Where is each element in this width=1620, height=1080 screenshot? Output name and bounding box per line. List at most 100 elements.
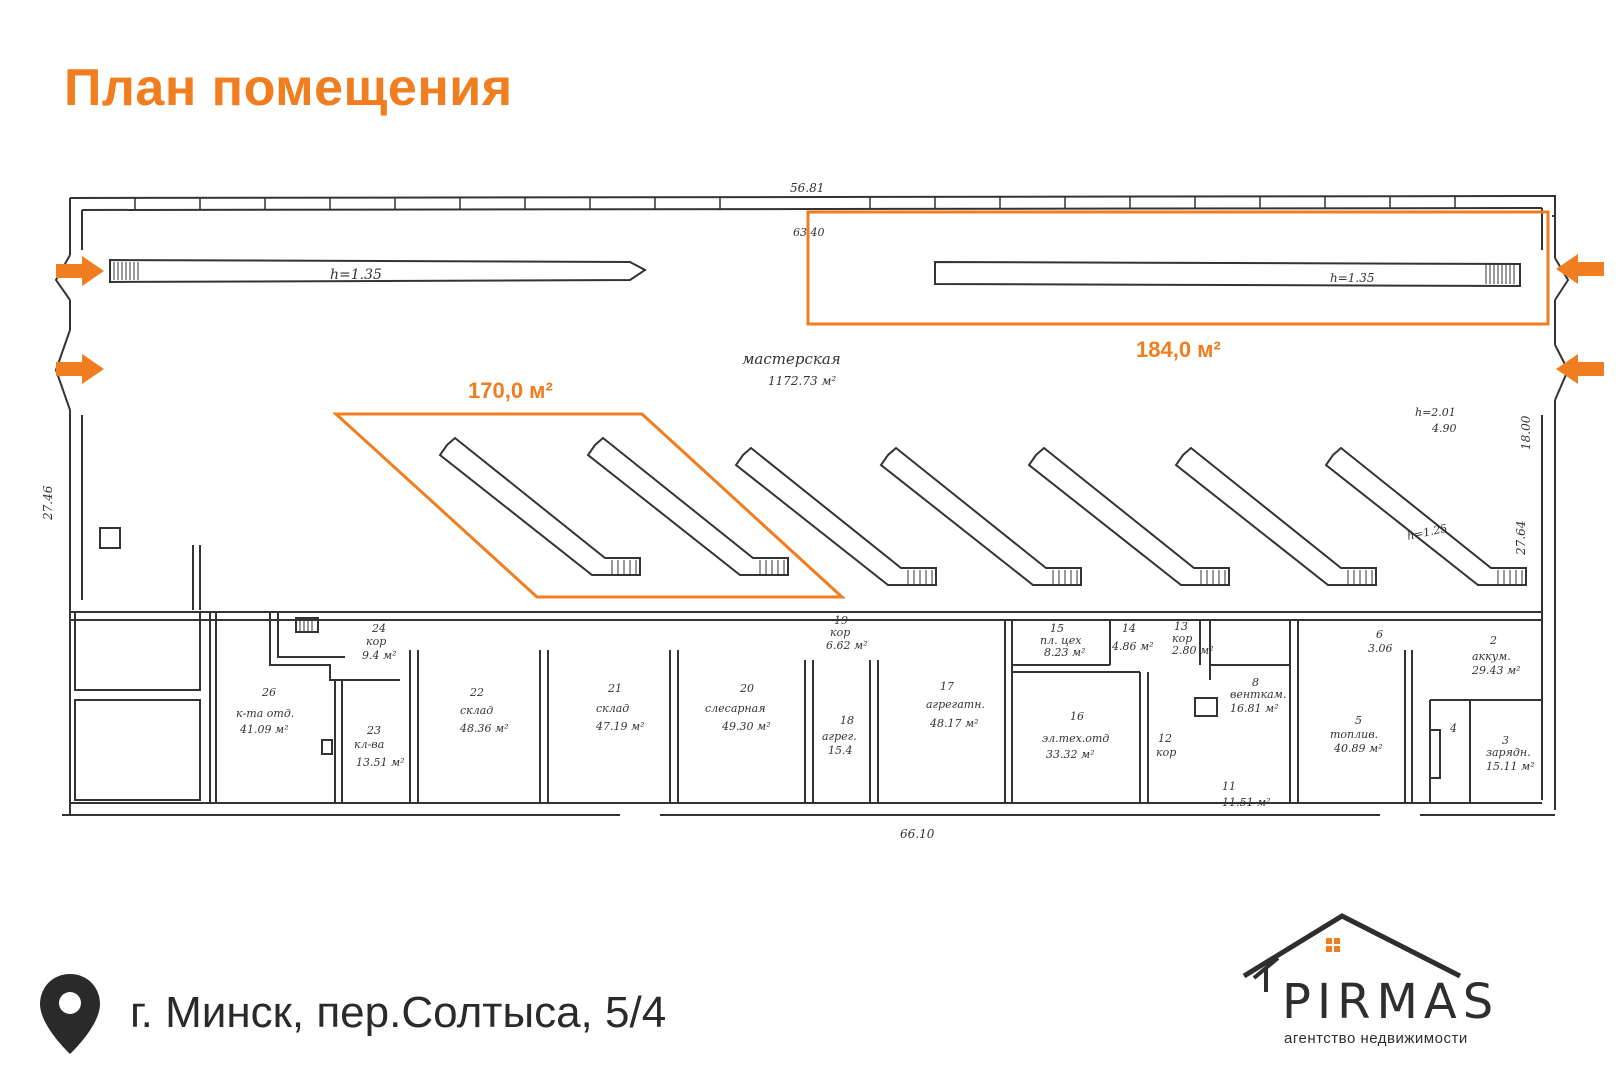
diagonal-rack: [438, 436, 641, 576]
room-num: 23: [366, 724, 381, 737]
rack-right-hatch: [1485, 264, 1515, 284]
mark-h2: 4.90: [1431, 422, 1457, 435]
room-num: 16: [1070, 710, 1084, 723]
room-name: кор: [830, 626, 850, 639]
room-name: пл. цех: [1040, 634, 1082, 647]
room-name: склад: [596, 702, 629, 715]
rack-left-top: [109, 258, 647, 284]
room-num: 24: [371, 622, 386, 635]
diagonal-rack: [586, 436, 789, 576]
rack-left-hatch: [113, 262, 139, 280]
dim-left: 27.46: [41, 485, 55, 521]
room-area: 47.19 м²: [595, 720, 645, 733]
dim-top: 56.81: [790, 181, 824, 195]
room-name: топлив.: [1330, 728, 1378, 741]
arrow-right-icon: [56, 256, 104, 286]
room-num: 26: [261, 686, 276, 699]
stair-hatch: [611, 560, 637, 574]
stairs-steps: [299, 618, 313, 632]
stair-hatch: [759, 560, 785, 574]
location-pin-icon: [40, 974, 100, 1054]
workshop-name: мастерская: [742, 350, 841, 368]
room-26: 26 к-та отд. 41.09 м²: [236, 686, 294, 736]
room-area: 9.4 м²: [362, 649, 397, 662]
highlight-zone-left: [332, 412, 846, 599]
room-area: 8.23 м²: [1044, 646, 1086, 659]
window-ticks: [134, 197, 1456, 210]
diagonal-rack: [1324, 446, 1527, 586]
stairs: [295, 617, 319, 633]
arrow-right-icon: [56, 354, 104, 384]
room-area: 48.17 м²: [929, 717, 979, 730]
room-name: венткам.: [1230, 688, 1286, 701]
rack-height-right: h=1.35: [1330, 271, 1375, 285]
area-label-right: 184,0 м²: [1136, 337, 1221, 362]
room-name: к-та отд.: [236, 707, 294, 720]
room-area: 40.89 м²: [1333, 742, 1383, 755]
diagonal-rack: [1174, 446, 1377, 586]
dim-right-height: 18.00: [1519, 415, 1533, 450]
room-21: 21 склад 47.19 м²: [595, 682, 645, 733]
room-name: зарядн.: [1486, 746, 1531, 759]
room-11: 11 11.51 м²: [1222, 780, 1271, 809]
room-name: аккум.: [1472, 650, 1511, 663]
room-area: 11.51 м²: [1222, 796, 1271, 809]
room-4: 4: [1449, 722, 1457, 735]
diagonal-rack: [734, 446, 937, 586]
stair-hatch: [1497, 570, 1523, 584]
room-num: 2: [1489, 634, 1497, 647]
stair-hatch: [907, 570, 933, 584]
room-num: 11: [1222, 780, 1236, 793]
room-area: 13.51 м²: [356, 756, 405, 769]
room-num: 19: [834, 614, 848, 627]
arrow-left-icon: [1556, 254, 1604, 284]
highlight-zone-right: [806, 210, 1550, 326]
address-text: г. Минск, пер.Солтыса, 5/4: [130, 988, 667, 1037]
room-area: 29.43 м²: [1471, 664, 1521, 677]
room-name: слесарная: [705, 702, 766, 715]
room-num: 22: [469, 686, 484, 699]
room-area: 41.09 м²: [239, 723, 289, 736]
stair-hatch: [1052, 570, 1078, 584]
room-num: 12: [1158, 732, 1172, 745]
room-num: 3: [1502, 734, 1509, 747]
company-logo: PIRMAS агентство недвижимости: [1238, 912, 1578, 1052]
room-num: 17: [940, 680, 954, 693]
rack-right-top: [934, 260, 1521, 288]
room-6: 63.06: [1368, 628, 1393, 655]
room-partitions: [74, 611, 1542, 803]
room-area: 4.86 м²: [1111, 640, 1154, 653]
room-area: 3.06: [1368, 642, 1393, 655]
room-num: 15: [1050, 622, 1064, 635]
stair-hatch: [1200, 570, 1226, 584]
room-num: 6: [1376, 628, 1383, 641]
dim-bottom: 66.10: [900, 827, 935, 841]
room-num: 21: [607, 682, 622, 695]
workshop-area: 1172.73 м²: [768, 374, 836, 388]
fixture-3: [1429, 729, 1441, 779]
room-area: 15.4: [828, 744, 853, 757]
area-label-left: 170,0 м²: [468, 378, 553, 403]
fixture: [321, 739, 333, 755]
outer-wall-top-inner: [81, 207, 1543, 211]
room-name: склад: [460, 704, 493, 717]
logo-subtitle: агентство недвижимости: [1284, 1030, 1468, 1047]
room-area: 6.62 м²: [826, 639, 868, 652]
mark-h: h=2.01: [1415, 406, 1456, 419]
diagonal-racks: [438, 436, 1527, 586]
room-14: 144.86 м²: [1111, 622, 1154, 653]
room-area: 33.32 м²: [1046, 748, 1095, 761]
